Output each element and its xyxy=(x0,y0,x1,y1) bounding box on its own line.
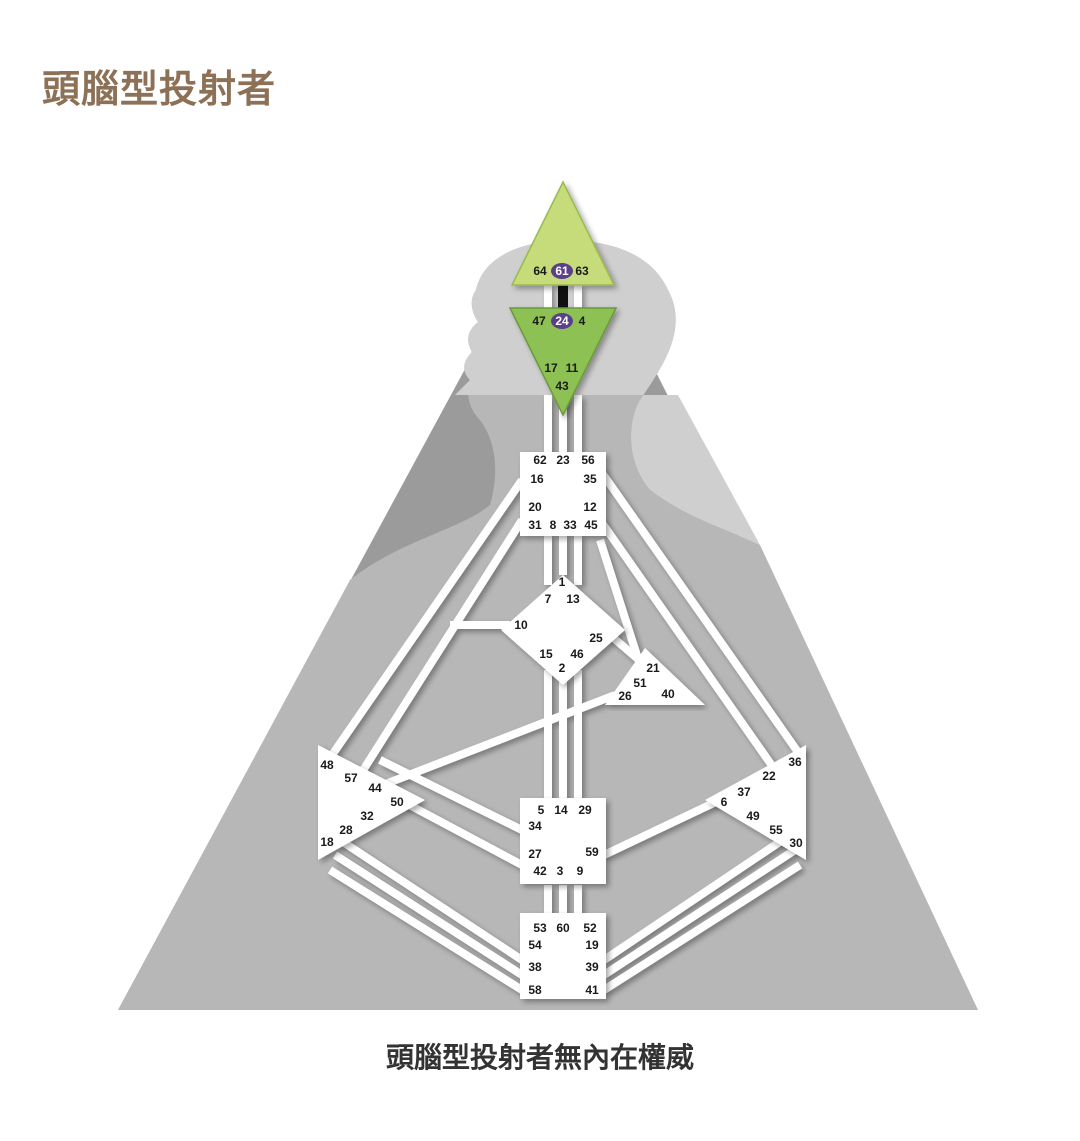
gate-3-label: 3 xyxy=(557,864,564,878)
gate-24-highlight xyxy=(551,313,573,329)
gate-25-label: 25 xyxy=(589,631,603,645)
gate-2-label: 2 xyxy=(559,661,566,675)
gate-11-label: 11 xyxy=(566,361,579,375)
gate-1-label: 1 xyxy=(559,575,566,589)
gate-14-label: 14 xyxy=(554,803,568,817)
gate-51-label: 51 xyxy=(633,676,647,690)
gate-38-label: 38 xyxy=(528,960,542,974)
gate-61-label: 61 xyxy=(555,264,569,278)
gate-61-highlight xyxy=(551,263,573,279)
page-title: 頭腦型投射者 xyxy=(42,67,277,111)
gate-46-label: 46 xyxy=(570,647,584,661)
gate-64-label: 64 xyxy=(533,264,547,278)
solar-plexus-center xyxy=(705,745,806,860)
g-center xyxy=(501,575,625,685)
gate-17-label: 17 xyxy=(544,361,558,375)
gate-47-label: 47 xyxy=(532,314,546,328)
gate-39-label: 39 xyxy=(585,960,599,974)
gate-18-label: 18 xyxy=(320,835,334,849)
gate-12-label: 12 xyxy=(583,500,597,514)
gate-36-label: 36 xyxy=(788,755,802,769)
ajna-center xyxy=(508,307,618,417)
gate-19-label: 19 xyxy=(585,938,599,952)
gate-63-label: 63 xyxy=(575,264,589,278)
gate-58-label: 58 xyxy=(528,983,542,997)
gate-41-label: 41 xyxy=(585,983,599,997)
gate-49-label: 49 xyxy=(746,809,760,823)
gate-59-label: 59 xyxy=(585,845,599,859)
gate-24-label: 24 xyxy=(555,314,569,328)
gate-29-label: 29 xyxy=(578,803,592,817)
gate-34-label: 34 xyxy=(528,819,542,833)
gate-28-label: 28 xyxy=(339,823,353,837)
gate-8-label: 8 xyxy=(550,518,557,532)
channels xyxy=(327,285,804,994)
gate-43-label: 43 xyxy=(555,379,569,393)
gate-60-label: 60 xyxy=(556,921,570,935)
gate-62-label: 62 xyxy=(533,453,547,467)
gate-35-label: 35 xyxy=(583,472,597,486)
gate-40-label: 40 xyxy=(661,687,675,701)
gate-37-label: 37 xyxy=(737,785,751,799)
sacral-center xyxy=(520,798,606,884)
gate-20-label: 20 xyxy=(528,500,542,514)
gate-6-label: 6 xyxy=(721,795,728,809)
gate-32-label: 32 xyxy=(360,809,374,823)
gate-30-label: 30 xyxy=(789,836,803,850)
gate-50-label: 50 xyxy=(390,795,404,809)
root-center xyxy=(520,913,606,999)
gate-33-label: 33 xyxy=(563,518,577,532)
gate-48-label: 48 xyxy=(320,758,334,772)
gate-45-label: 45 xyxy=(584,518,598,532)
gate-52-label: 52 xyxy=(583,921,597,935)
defined-channel-61-24 xyxy=(558,284,568,316)
gate-31-label: 31 xyxy=(528,518,542,532)
gate-55-label: 55 xyxy=(769,823,783,837)
gate-13-label: 13 xyxy=(566,592,580,606)
gate-53-label: 53 xyxy=(533,921,547,935)
head-center xyxy=(510,180,616,286)
throat-center xyxy=(520,452,606,536)
heart-center xyxy=(605,648,705,705)
gate-5-label: 5 xyxy=(538,803,545,817)
gate-42-label: 42 xyxy=(533,864,547,878)
gate-54-label: 54 xyxy=(528,938,542,952)
spleen-center xyxy=(318,745,425,860)
gate-21-label: 21 xyxy=(646,661,660,675)
gate-44-label: 44 xyxy=(368,781,382,795)
gate-26-label: 26 xyxy=(618,689,632,703)
gate-27-label: 27 xyxy=(528,847,542,861)
gate-16-label: 16 xyxy=(530,472,544,486)
gate-10-label: 10 xyxy=(514,618,528,632)
caption: 頭腦型投射者無內在權威 xyxy=(385,1041,694,1074)
gate-15-label: 15 xyxy=(539,647,553,661)
gate-22-label: 22 xyxy=(762,769,776,783)
gate-7-label: 7 xyxy=(545,592,552,606)
gate-23-label: 23 xyxy=(556,453,570,467)
gate-4-label: 4 xyxy=(579,314,586,328)
gate-9-label: 9 xyxy=(577,864,584,878)
gate-57-label: 57 xyxy=(344,771,358,785)
gate-56-label: 56 xyxy=(581,453,595,467)
